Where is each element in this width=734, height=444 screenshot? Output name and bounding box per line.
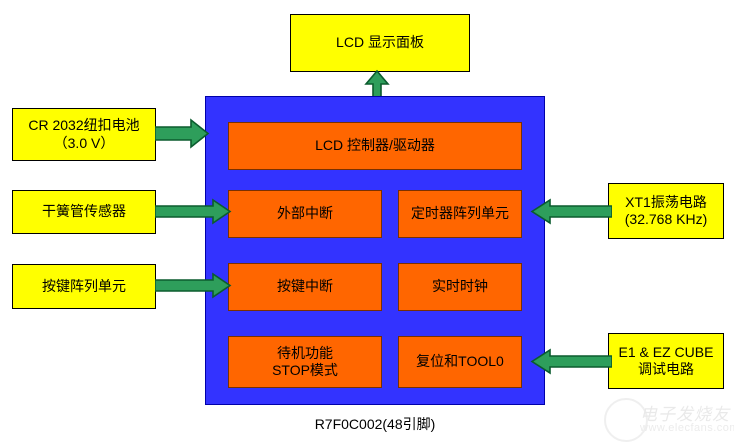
watermark-logo-icon bbox=[604, 398, 648, 442]
block-reset-and-tool0: 复位和TOOL0 bbox=[398, 336, 522, 388]
peripheral-key-matrix-unit: 按键阵列单元 bbox=[12, 264, 156, 309]
block-real-time-clock: 实时时钟 bbox=[398, 263, 522, 311]
peripheral-coin-cell-battery: CR 2032纽扣电池 （3.0 V） bbox=[12, 108, 156, 161]
watermark-brand: 电子发烧友 bbox=[640, 405, 730, 425]
block-timer-array-unit: 定时器阵列单元 bbox=[398, 190, 522, 238]
arrow-right-icon bbox=[154, 118, 210, 149]
peripheral-reed-switch-sensor: 干簧管传感器 bbox=[12, 190, 156, 234]
watermark: 电子发烧友 www.elecfans.com bbox=[604, 394, 734, 444]
diagram-caption: R7F0C002(48引脚) bbox=[314, 416, 436, 432]
lcd-display-panel-box: LCD 显示面板 bbox=[290, 14, 470, 72]
peripheral-xt1-oscillator: XT1振荡电路 (32.768 KHz) bbox=[608, 183, 724, 239]
peripheral-e1-ez-cube-debug: E1 & EZ CUBE 调试电路 bbox=[608, 333, 724, 389]
block-standby-stop-mode: 待机功能 STOP模式 bbox=[228, 336, 382, 388]
block-external-interrupt: 外部中断 bbox=[228, 190, 382, 238]
watermark-url: www.elecfans.com bbox=[640, 422, 734, 434]
block-key-interrupt: 按键中断 bbox=[228, 263, 382, 311]
arrow-battery-to-mcu bbox=[154, 118, 211, 150]
block-lcd-controller-driver: LCD 控制器/驱动器 bbox=[228, 122, 522, 170]
